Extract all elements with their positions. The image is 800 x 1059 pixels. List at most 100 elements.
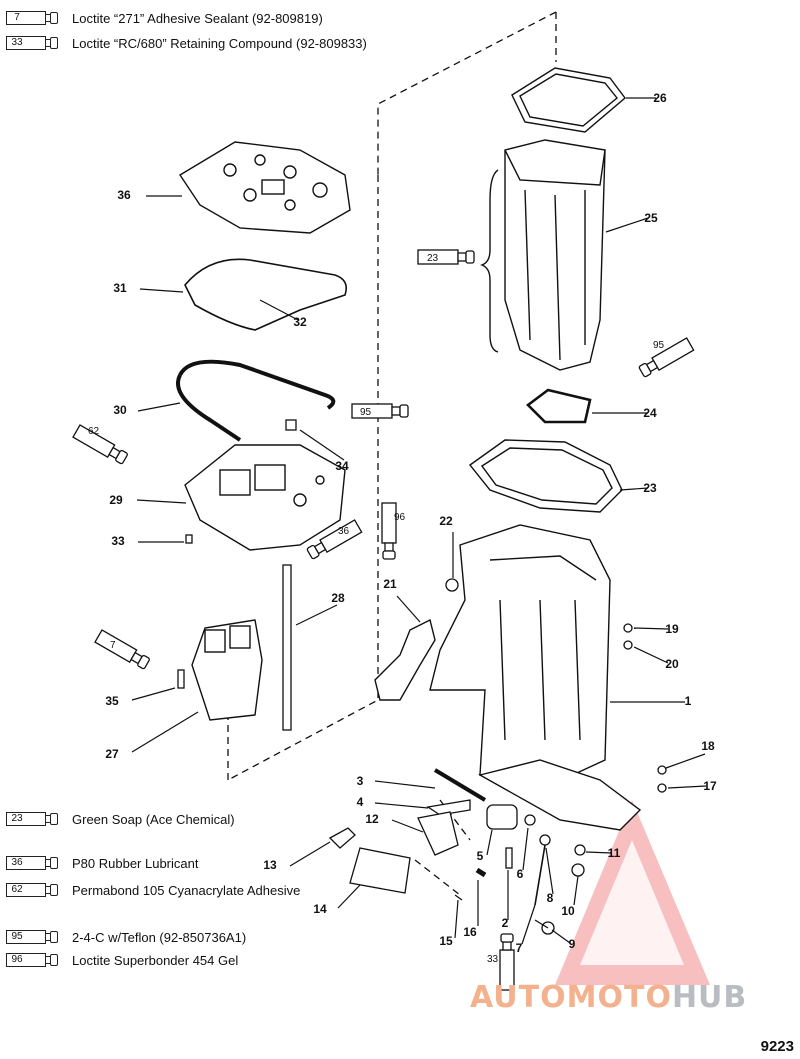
leader-line-15 [454,899,459,939]
callout-number-6: 6 [517,867,524,881]
leader-line-6 [522,827,529,871]
leader-line-21 [396,595,421,623]
sealant-tube-icon: 36 [6,856,58,870]
callout-number-4: 4 [357,795,364,809]
leader-lines [131,97,707,945]
legend-item: 23 Green Soap (Ace Chemical) [6,810,235,828]
leader-line-34 [299,429,345,461]
callout-number-22: 22 [439,514,453,528]
leader-line-31 [139,288,184,293]
gasket-31 [184,258,348,331]
leader-line-12 [391,819,424,833]
leader-line-19 [633,627,669,630]
housing-27 [191,619,263,721]
legend-item: 95 2-4-C w/Teflon (92-850736A1) [6,928,246,946]
tube-code-7: 7 [110,640,116,651]
callout-number-5: 5 [477,849,484,863]
callout-number-18: 18 [701,739,715,753]
callout-number-13: 13 [263,858,277,872]
leader-line-35 [131,687,176,701]
leader-line-8 [545,847,554,895]
sealant-tube-icon: 7 [6,11,58,25]
gasket-26 [511,67,626,133]
legend-label: Loctite “271” Adhesive Sealant (92-80981… [72,10,323,26]
callout-number-1: 1 [685,694,692,708]
leader-line-9 [551,929,571,944]
leader-line-25 [605,217,649,233]
small-hardware [177,419,667,935]
leader-line-23 [619,487,649,491]
driveshaft-housing-1 [429,524,642,831]
leader-line-27 [131,711,199,753]
leader-line-10 [573,875,579,906]
gasket-23 [468,439,623,513]
legend-label: 2-4-C w/Teflon (92-850736A1) [72,929,247,945]
callout-number-30: 30 [113,403,127,417]
tube-code-33: 33 [487,954,499,965]
legend-item: 36 P80 Rubber Lubricant [6,854,198,872]
callout-number-3: 3 [357,774,364,788]
callout-number-21: 21 [383,577,397,591]
leader-line-32 [259,299,299,321]
legend-item: 7 Loctite “271” Adhesive Sealant (92-809… [6,9,323,27]
callout-number-31: 31 [113,281,127,295]
drawing-number: 9223 [760,1038,794,1055]
watermark-logo: AUTOMOTOHUB [470,980,747,1015]
seal-24 [526,388,592,424]
callout-number-15: 15 [439,934,453,948]
watermark-triangle-inner [580,840,684,965]
callout-number-14: 14 [313,902,327,916]
callout-number-26: 26 [653,91,667,105]
tube-code-23: 23 [427,253,439,264]
callout-number-25: 25 [644,211,658,225]
leader-line-30 [137,402,181,412]
legend-label: Loctite “RC/680” Retaining Compound (92-… [72,35,367,51]
callout-number-7: 7 [516,941,523,955]
legend-label: Permabond 105 Cyanacrylate Adhesive [72,882,301,898]
legend-item: 33 Loctite “RC/680” Retaining Compound (… [6,34,367,52]
tube-28 [282,564,292,731]
legend-item: 62 Permabond 105 Cyanacrylate Adhesive [6,881,300,899]
leader-line-5 [486,829,493,856]
callout-number-36: 36 [117,188,131,202]
callout-number-24: 24 [643,406,657,420]
leader-line-18 [665,753,706,769]
leader-line-29 [136,499,187,504]
sealant-tube-icon: 96 [6,953,58,967]
sealant-tube-icon: 95 [6,930,58,944]
callout-number-12: 12 [365,812,379,826]
tube-code-95: 95 [653,340,665,351]
leader-line-20 [633,646,669,664]
sealant-tube-icon: 62 [6,883,58,897]
callout-number-29: 29 [109,493,123,507]
leader-line-3 [374,780,436,789]
watermark-part1: AUTOMOTO [470,980,672,1015]
callout-number-27: 27 [105,747,119,761]
sealant-tube-icon: 23 [6,812,58,826]
plate-36 [179,141,351,234]
callout-number-34: 34 [335,459,349,473]
callout-number-16: 16 [463,925,477,939]
legend-item: 96 Loctite Superbonder 454 Gel [6,951,238,969]
leader-line-28 [295,604,338,626]
seal-30 [178,359,336,410]
leader-line-11 [585,851,613,854]
tube-code-95: 95 [360,407,372,418]
watermark-part2: HUB [671,980,748,1015]
bracket-21 [374,618,436,701]
callout-number-2: 2 [502,916,509,930]
adaptor-plate-29 [184,444,346,551]
leader-line-13 [289,841,331,867]
callout-number-10: 10 [561,904,575,918]
tube-code-62: 62 [88,426,100,437]
sealant-tube-icon: 33 [6,36,58,50]
exhaust-tube-25 [504,139,606,371]
callout-number-9: 9 [569,937,576,951]
callout-number-23: 23 [643,481,657,495]
callout-numbers: 1234567891011121314151617181920212223242… [105,91,717,955]
callout-number-20: 20 [665,657,679,671]
assembly-dashed-lines [227,11,557,896]
